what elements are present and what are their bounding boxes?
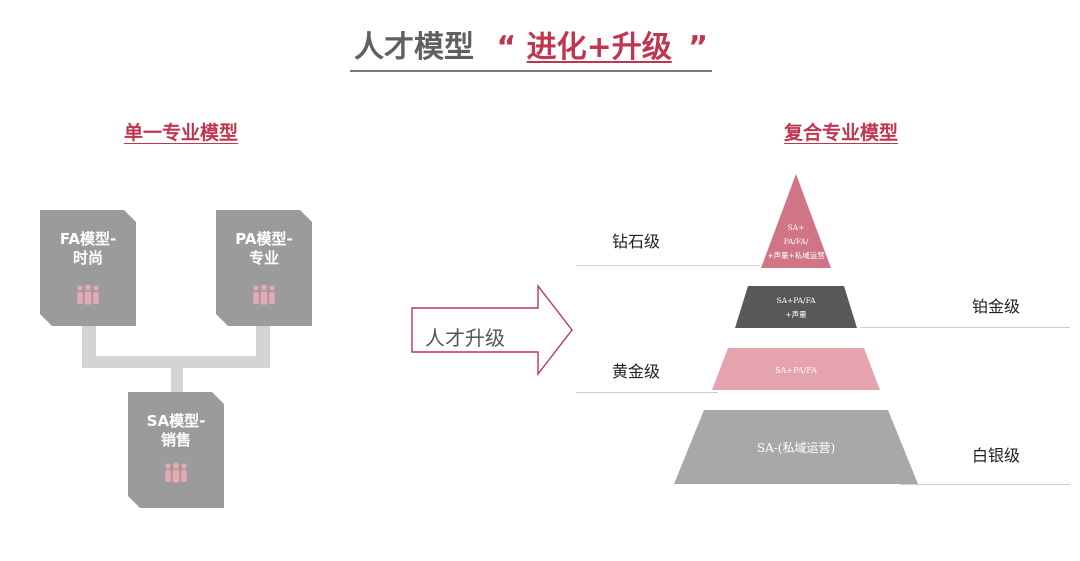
tier-line-platinum bbox=[860, 327, 1070, 328]
people-group-icon bbox=[165, 462, 187, 483]
sa-card-title: SA模型- 销售 bbox=[128, 412, 224, 450]
fa-card-title: FA模型- 时尚 bbox=[40, 230, 136, 268]
tier-diamond-text-3: +声量+私域运营 bbox=[767, 250, 825, 260]
card-shape bbox=[216, 210, 312, 326]
title-highlight: 进化+升级 bbox=[526, 30, 672, 65]
tier-gold-text-1: SA+PA/FA bbox=[775, 366, 817, 375]
sa-model-card: SA模型- 销售 bbox=[128, 392, 224, 508]
card-shape bbox=[40, 210, 136, 326]
sa-card-line2: 销售 bbox=[160, 431, 191, 449]
connector-right-vertical bbox=[256, 322, 270, 362]
card-shape bbox=[128, 392, 224, 508]
title-prefix: 人才模型 bbox=[354, 30, 475, 65]
composite-model-heading: 复合专业模型 bbox=[784, 122, 899, 144]
tier-pyramid: SA+ PA/FA/ +声量+私域运营 SA+PA/FA +声量 SA+PA/F… bbox=[674, 174, 918, 484]
tier-diamond-shape bbox=[761, 174, 831, 268]
fa-model-card: FA模型- 时尚 bbox=[40, 210, 136, 326]
title-close-quote: ” bbox=[688, 30, 708, 65]
tier-label-gold: 黄金级 bbox=[612, 362, 661, 381]
tier-silver-shape bbox=[674, 410, 918, 484]
tier-line-silver bbox=[900, 484, 1070, 485]
tier-diamond-text-1: SA+ bbox=[788, 223, 805, 232]
connector-left-vertical bbox=[82, 322, 96, 362]
tier-line-diamond bbox=[576, 265, 760, 266]
pa-card-line2: 专业 bbox=[248, 249, 279, 267]
tier-platinum-shape bbox=[735, 286, 857, 328]
tier-platinum-text-1: SA+PA/FA bbox=[776, 296, 816, 305]
tier-label-platinum: 铂金级 bbox=[972, 297, 1021, 316]
fa-card-line1: FA模型- bbox=[59, 230, 117, 248]
tier-line-gold bbox=[576, 392, 718, 393]
upgrade-arrow-label: 人才升级 bbox=[425, 326, 505, 350]
connector-center-vertical bbox=[171, 362, 183, 398]
single-model-heading: 单一专业模型 bbox=[124, 122, 239, 144]
title-open-quote: “ bbox=[496, 30, 517, 65]
tier-platinum-text-2: +声量 bbox=[785, 309, 807, 319]
upgrade-arrow bbox=[411, 284, 573, 377]
fa-card-line2: 时尚 bbox=[72, 249, 103, 267]
people-group-icon bbox=[253, 284, 275, 305]
pa-model-card: PA模型- 专业 bbox=[216, 210, 312, 326]
pa-card-title: PA模型- 专业 bbox=[216, 230, 312, 268]
tier-label-diamond: 钻石级 bbox=[612, 232, 661, 251]
tier-silver-text-1: SA-(私域运营) bbox=[757, 441, 835, 455]
sa-card-line1: SA模型- bbox=[146, 412, 206, 430]
tier-gold-shape bbox=[712, 348, 880, 390]
page-title: 人才模型 “ 进化+升级 ” bbox=[350, 26, 712, 72]
tier-label-silver: 白银级 bbox=[972, 446, 1021, 465]
pa-card-line1: PA模型- bbox=[235, 230, 293, 248]
people-group-icon bbox=[77, 284, 99, 305]
tier-diamond-text-2: PA/FA/ bbox=[784, 237, 809, 246]
